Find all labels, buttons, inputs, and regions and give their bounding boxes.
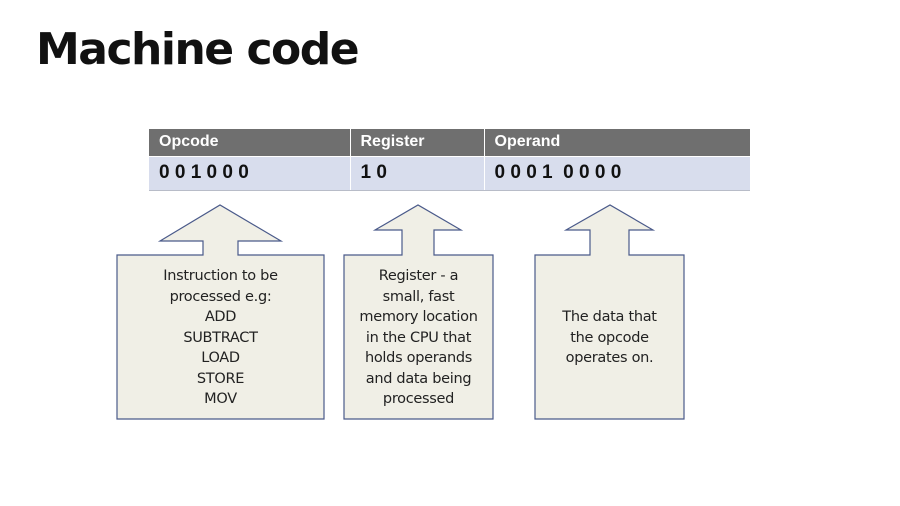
callout-line: memory location [359, 309, 478, 325]
callout-opcode-shape [116, 204, 325, 420]
callout-opcode-text: Instruction to be processed e.g: ADD SUB… [117, 266, 324, 410]
callout-line: small, fast [382, 288, 455, 305]
callout-line: in the CPU that [365, 329, 472, 346]
header-opcode: Opcode [149, 129, 351, 157]
table-row: 0 0 1 0 0 0 1 0 0 0 0 1 0 0 0 0 [149, 156, 750, 191]
slide-title: Machine code [36, 24, 360, 75]
callout-line: holds operands [364, 350, 473, 366]
header-register: Register [350, 129, 485, 157]
callout-operand-shape [534, 204, 685, 420]
callout-line: and data being [365, 370, 472, 387]
callout-register-text: Register - a small, fast memory location… [344, 266, 493, 410]
callout-line: Register - a [378, 268, 459, 284]
callout-line: The data that [562, 309, 657, 325]
callout-line: LOAD [201, 350, 240, 366]
callout-line: ADD [204, 309, 237, 325]
callout-line: SUBTRACT [183, 329, 258, 346]
value-register: 1 0 [350, 156, 485, 191]
table-header-row: Opcode Register Operand [149, 129, 750, 157]
callout-register-shape [343, 204, 494, 420]
callout-line: processed [382, 391, 455, 407]
callout-operand-text: The data that the opcode operates on. [535, 307, 684, 369]
callout-line: processed e.g: [169, 288, 272, 305]
value-opcode: 0 0 1 0 0 0 [149, 156, 351, 191]
callout-line: MOV [204, 391, 237, 407]
header-operand: Operand [484, 129, 750, 157]
callout-line: the opcode [570, 329, 649, 346]
value-operand: 0 0 0 1 0 0 0 0 [484, 156, 750, 191]
callout-line: operates on. [565, 350, 654, 366]
machine-code-table: Opcode Register Operand 0 0 1 0 0 0 1 0 … [149, 129, 750, 191]
callout-line: STORE [196, 370, 245, 387]
callout-line: Instruction to be [163, 268, 278, 284]
